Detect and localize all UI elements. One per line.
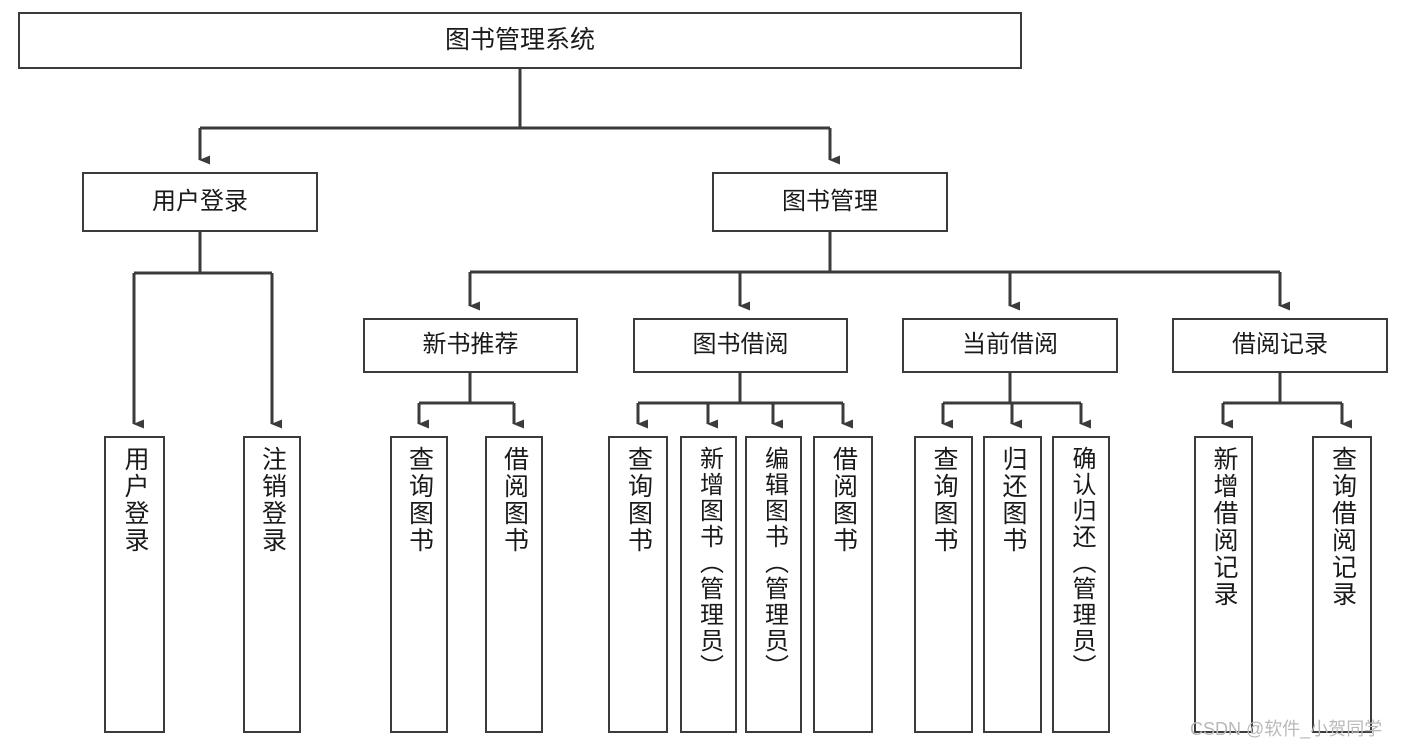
node-leaf-add-book[interactable]: 新增图书（管理员） bbox=[680, 436, 737, 733]
node-user-login-label: 用户登录 bbox=[152, 187, 248, 215]
node-leaf-query-book-1-label: 查询图书 bbox=[405, 446, 434, 554]
node-leaf-borrow-book-2-label: 借阅图书 bbox=[829, 446, 858, 554]
node-leaf-add-record-label: 新增借阅记录 bbox=[1210, 446, 1238, 608]
node-leaf-query-book-2-label: 查询图书 bbox=[624, 446, 653, 554]
node-leaf-query-book-3-label: 查询图书 bbox=[930, 446, 958, 554]
node-leaf-add-record[interactable]: 新增借阅记录 bbox=[1194, 436, 1253, 733]
node-leaf-user-logout-label: 注销登录 bbox=[258, 446, 287, 554]
watermark-text: CSDN @软件_小贺同学 bbox=[1190, 719, 1383, 739]
node-leaf-query-book-3[interactable]: 查询图书 bbox=[914, 436, 973, 733]
node-book-manage[interactable]: 图书管理 bbox=[712, 172, 948, 232]
node-current-borrow-label: 当前借阅 bbox=[962, 331, 1058, 359]
node-borrow-record-label: 借阅记录 bbox=[1232, 331, 1328, 359]
node-leaf-query-record-label: 查询借阅记录 bbox=[1328, 446, 1357, 608]
node-current-borrow[interactable]: 当前借阅 bbox=[902, 318, 1118, 373]
node-leaf-query-book-2[interactable]: 查询图书 bbox=[608, 436, 668, 733]
node-root[interactable]: 图书管理系统 bbox=[18, 12, 1022, 69]
node-leaf-return-book[interactable]: 归还图书 bbox=[983, 436, 1042, 733]
node-leaf-confirm-return[interactable]: 确认归还（管理员） bbox=[1052, 436, 1110, 733]
node-book-borrow-label: 图书借阅 bbox=[692, 331, 789, 359]
node-leaf-query-record[interactable]: 查询借阅记录 bbox=[1312, 436, 1372, 733]
node-leaf-edit-book[interactable]: 编辑图书（管理员） bbox=[745, 436, 802, 733]
node-leaf-add-book-label: 新增图书（管理员） bbox=[695, 446, 723, 680]
node-leaf-borrow-book-1[interactable]: 借阅图书 bbox=[485, 436, 543, 733]
node-leaf-edit-book-label: 编辑图书（管理员） bbox=[760, 446, 788, 680]
node-root-label: 图书管理系统 bbox=[444, 25, 595, 54]
node-user-login[interactable]: 用户登录 bbox=[82, 172, 318, 232]
node-book-manage-label: 图书管理 bbox=[782, 187, 878, 215]
node-leaf-user-login[interactable]: 用户登录 bbox=[104, 436, 165, 733]
node-leaf-return-book-label: 归还图书 bbox=[999, 446, 1027, 554]
node-leaf-user-login-label: 用户登录 bbox=[121, 446, 149, 554]
node-new-book-recommend-label: 新书推荐 bbox=[422, 331, 519, 359]
node-leaf-user-logout[interactable]: 注销登录 bbox=[243, 436, 301, 733]
node-book-borrow[interactable]: 图书借阅 bbox=[633, 318, 848, 373]
node-leaf-query-book-1[interactable]: 查询图书 bbox=[390, 436, 448, 733]
node-leaf-confirm-return-label: 确认归还（管理员） bbox=[1068, 446, 1095, 680]
node-borrow-record[interactable]: 借阅记录 bbox=[1172, 318, 1388, 373]
node-leaf-borrow-book-2[interactable]: 借阅图书 bbox=[813, 436, 873, 733]
node-new-book-recommend[interactable]: 新书推荐 bbox=[363, 318, 578, 373]
node-leaf-borrow-book-1-label: 借阅图书 bbox=[500, 446, 529, 554]
